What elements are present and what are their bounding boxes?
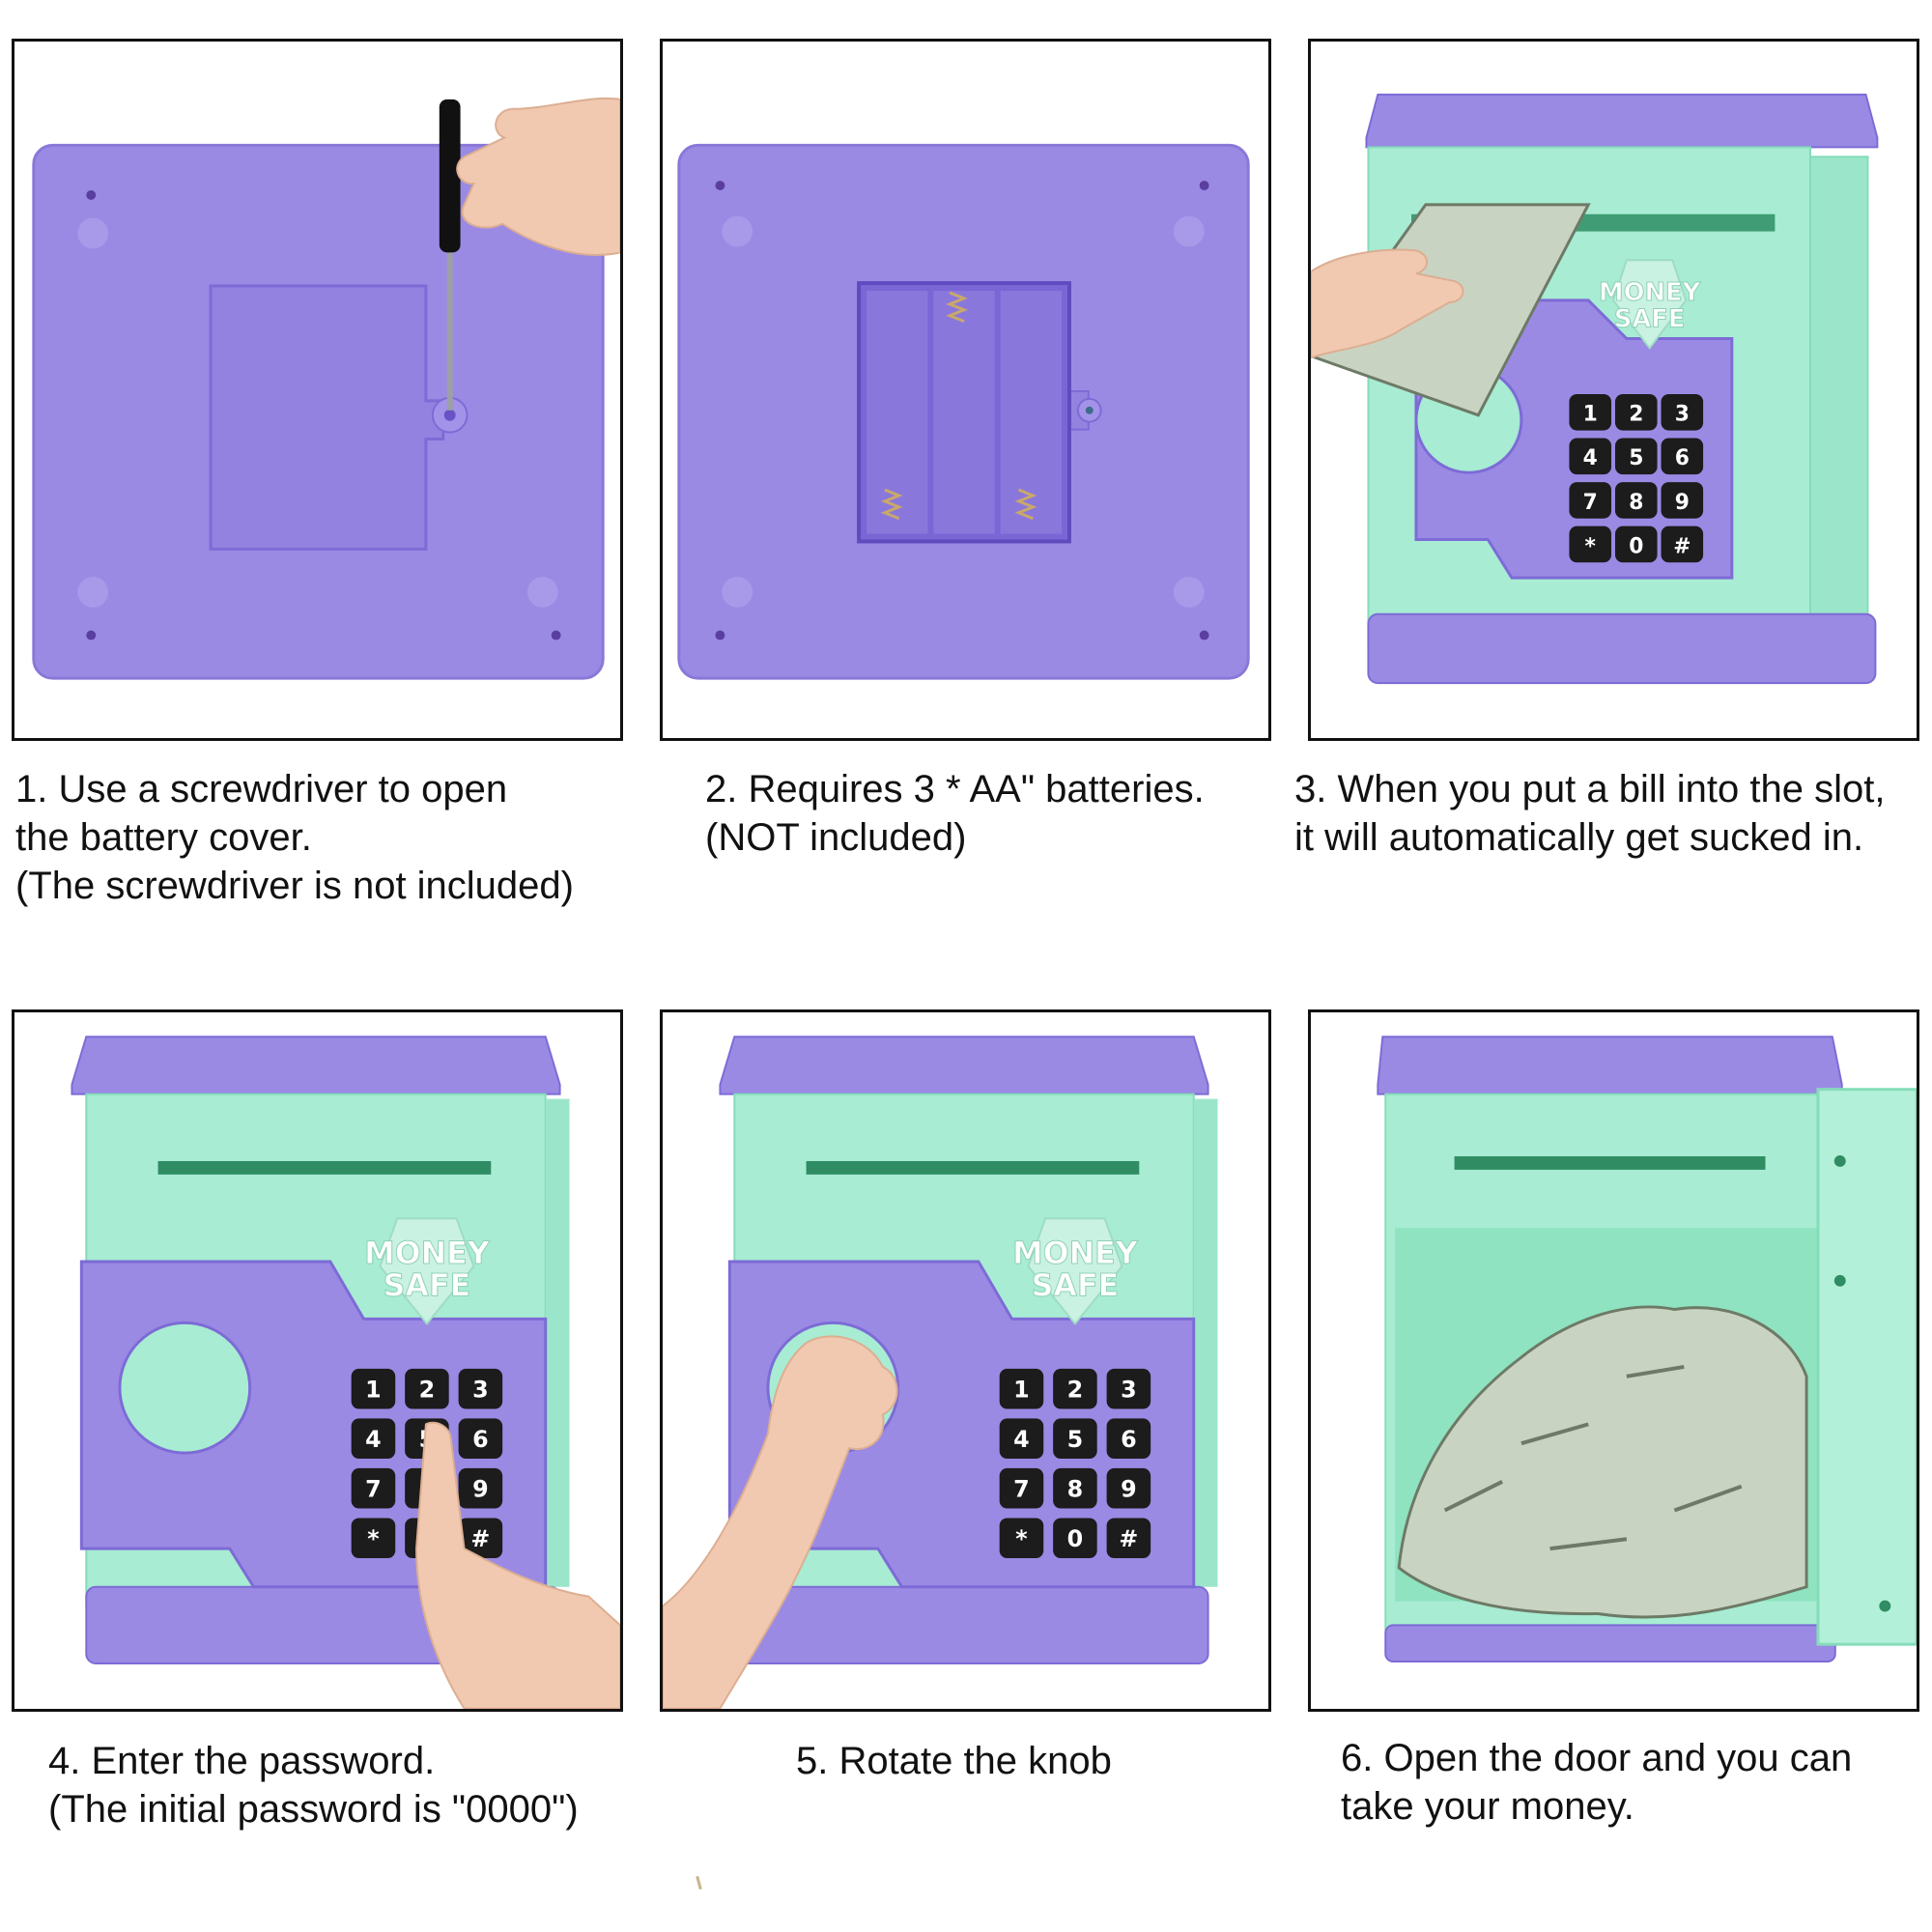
safe-logo-line: MONEY <box>364 1236 491 1271</box>
key-label: # <box>470 1525 490 1552</box>
key-label: 6 <box>1675 446 1690 470</box>
step-2-caption-line: (NOT included) <box>705 816 967 859</box>
keypad-icon: 1 2 3 4 5 6 7 8 9 * 0 # <box>999 1368 1151 1559</box>
key-label: 7 <box>1583 491 1598 515</box>
key-label: 4 <box>365 1426 382 1453</box>
money-safe-knob-illustration: MONEY SAFE 1 2 3 4 5 6 7 8 9 * 0 # <box>663 1036 1218 1709</box>
safe-logo-line: MONEY <box>1012 1236 1139 1271</box>
money-safe-icon: MONEY SAFE 1 2 3 4 5 6 7 8 9 * 0 # <box>1311 93 1879 685</box>
step-5-image: MONEY SAFE 1 2 3 4 5 6 7 8 9 * 0 # <box>660 1009 1271 1712</box>
step-3-image: MONEY SAFE 1 2 3 4 5 6 7 8 9 * 0 # <box>1308 39 1919 741</box>
screwdriver-icon <box>439 99 461 411</box>
step-4-caption-line: 4. Enter the password. <box>48 1740 436 1782</box>
key-label: 8 <box>1067 1476 1084 1503</box>
step-2-image <box>660 39 1271 741</box>
key-label: 0 <box>1067 1525 1084 1552</box>
hand-icon <box>456 97 620 256</box>
safe-logo: MONEY SAFE <box>1012 1217 1139 1325</box>
step-4-image: MONEY SAFE 1 2 3 4 5 6 7 8 9 * 0 # <box>12 1009 623 1712</box>
key-label: 1 <box>1013 1377 1030 1404</box>
safe-logo-line: SAFE <box>1614 305 1686 334</box>
key-label: 2 <box>419 1377 436 1404</box>
battery-compartment-icon <box>857 281 1071 544</box>
battery-cover-illustration <box>32 97 620 680</box>
step-2-caption-line: 2. Requires 3 * AA" batteries. <box>705 768 1205 810</box>
key-label: 5 <box>1067 1426 1084 1453</box>
hand-icon <box>1311 248 1464 359</box>
key-label: 1 <box>1583 403 1598 427</box>
safe-logo-line: MONEY <box>1599 278 1701 307</box>
finger-icon <box>415 1421 620 1709</box>
key-label: 4 <box>1013 1426 1030 1453</box>
key-label: 3 <box>1121 1377 1137 1404</box>
safe-logo-line: SAFE <box>384 1269 471 1304</box>
step-5-caption: 5. Rotate the knob <box>796 1737 1112 1785</box>
key-label: 5 <box>1629 446 1643 470</box>
step-3-caption: 3. When you put a bill into the slot, it… <box>1294 765 1885 862</box>
key-label: * <box>1585 534 1596 558</box>
hand-icon <box>663 1335 898 1709</box>
safe-logo-line: SAFE <box>1032 1269 1120 1304</box>
key-label: 9 <box>1675 491 1690 515</box>
key-label: 2 <box>1067 1377 1084 1404</box>
step-4-caption: 4. Enter the password. (The initial pass… <box>48 1737 579 1833</box>
step-6-caption: 6. Open the door and you can take your m… <box>1341 1734 1852 1831</box>
key-label: * <box>367 1525 379 1552</box>
money-safe-front-illustration: MONEY SAFE 1 2 3 4 5 6 7 8 9 * 0 # <box>71 1036 620 1709</box>
keypad-icon: 1 2 3 4 5 6 7 8 9 * 0 # <box>1569 393 1704 563</box>
step-6-image <box>1308 1009 1919 1712</box>
key-label: # <box>1119 1525 1138 1552</box>
step-1-caption-line: the battery cover. <box>15 816 312 859</box>
battery-back-illustration <box>677 143 1250 680</box>
key-label: 3 <box>1675 403 1690 427</box>
key-label: 7 <box>365 1476 382 1503</box>
stray-mark <box>696 1875 702 1890</box>
step-1-caption: 1. Use a screwdriver to open the battery… <box>15 765 574 910</box>
key-label: 6 <box>472 1426 489 1453</box>
key-label: 6 <box>1121 1426 1137 1453</box>
step-3-caption-line: 3. When you put a bill into the slot, <box>1294 768 1886 810</box>
step-1-caption-line: (The screwdriver is not included) <box>15 865 574 907</box>
key-label: * <box>1015 1525 1027 1552</box>
money-pile-icon <box>1397 1305 1808 1619</box>
key-label: 8 <box>1629 491 1643 515</box>
step-4-caption-line: (The initial password is "0000") <box>48 1788 579 1831</box>
step-6-caption-line: 6. Open the door and you can <box>1341 1737 1853 1779</box>
key-label: 1 <box>365 1377 382 1404</box>
key-label: # <box>1673 534 1690 558</box>
step-2-caption: 2. Requires 3 * AA" batteries. (NOT incl… <box>705 765 1205 862</box>
key-label: 3 <box>472 1377 489 1404</box>
key-label: 9 <box>1121 1476 1137 1503</box>
key-label: 4 <box>1583 446 1598 470</box>
safe-logo: MONEY SAFE <box>1598 259 1701 351</box>
key-label: 2 <box>1629 403 1643 427</box>
key-label: 9 <box>472 1476 489 1503</box>
step-6-caption-line: take your money. <box>1341 1785 1634 1828</box>
step-1-caption-line: 1. Use a screwdriver to open <box>15 768 508 810</box>
key-label: 7 <box>1013 1476 1030 1503</box>
step-5-caption-line: 5. Rotate the knob <box>796 1740 1112 1782</box>
open-safe-icon <box>1377 1036 1917 1663</box>
step-3-caption-line: it will automatically get sucked in. <box>1294 816 1864 859</box>
key-label: 0 <box>1629 534 1643 558</box>
safe-logo: MONEY SAFE <box>364 1217 491 1325</box>
step-1-image <box>12 39 623 741</box>
